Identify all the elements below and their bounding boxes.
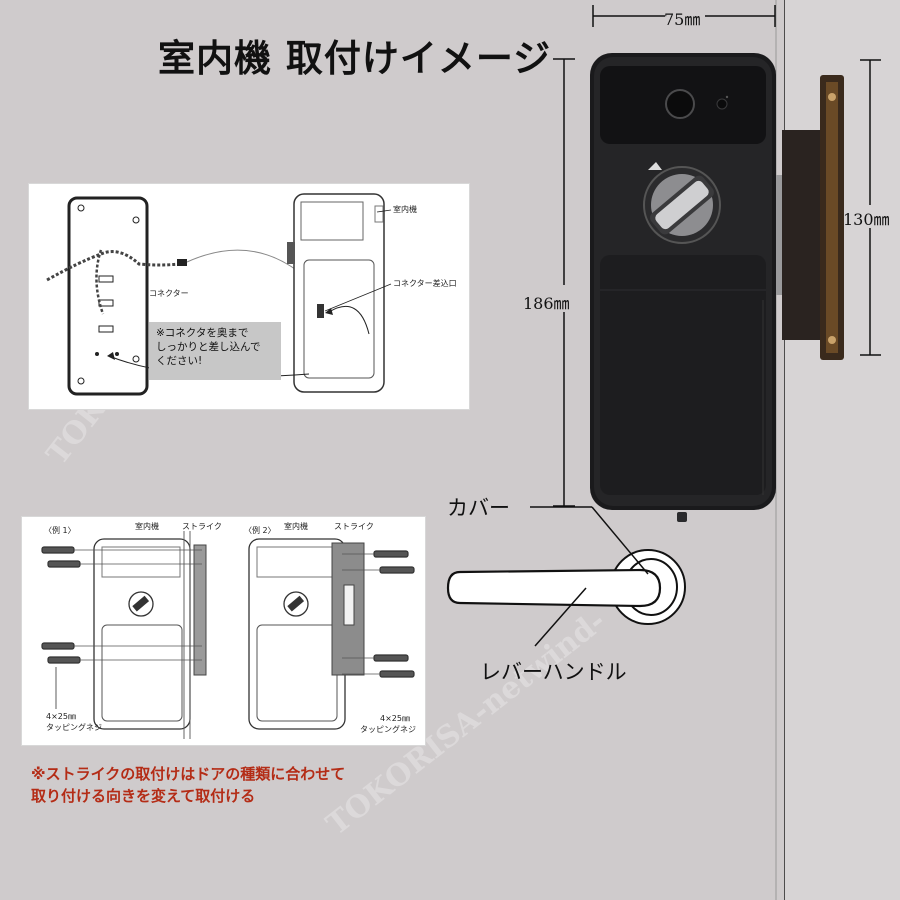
lock-body [590,53,776,522]
strike-diagram: 〈例 1〉 〈例 2〉 室内機 ストライク 室内機 ストライク 4×25㎜ タッ… [21,516,426,746]
example-1-label: 〈例 1〉 [44,526,76,535]
depth-dimension-label: 130㎜ [843,210,890,229]
thumb-turn-icon [643,162,721,244]
page-title: 室内機 取付けイメージ [158,37,552,80]
fingerprint-sensor-icon [665,89,695,119]
connector-port-label: コネクター差込口 [393,279,457,288]
height-dimension [553,58,575,507]
depth-dimension [860,59,881,356]
strike-footnote: ※ストライクの取付けはドアの種類に合わせて 取り付ける向きを変えて取付ける [31,765,346,805]
screws-example-1 [41,546,81,664]
strike-label-example-2: ストライク [334,522,374,531]
lever-leader [534,587,587,647]
unit-label-example-1: 室内機 [135,522,159,531]
height-dimension-label: 186㎜ [523,294,570,313]
screw-name-label: タッピングネジ [46,723,102,732]
connector-diagram: コネクター 室内機 コネクター差込口 ※コネクタを奥まで しっかりと差し込んで … [28,183,470,410]
width-dimension-label: 75㎜ [664,10,701,29]
screw-name-label-2: タッピングネジ [360,725,416,734]
unit-label: 室内機 [393,205,417,214]
unit-label-example-2: 室内機 [284,522,308,531]
connector-note: ※コネクタを奥まで しっかりと差し込んで ください! [156,327,261,367]
cover-callout: カバー [447,496,510,520]
strike-label-example-1: ストライク [182,522,222,531]
outdoor-mechanism [772,75,844,360]
screw-size-label-2: 4×25㎜ [380,714,410,723]
lever-handle-callout: レバーハンドル [480,660,627,684]
width-dimension [592,5,776,27]
example-2-label: 〈例 2〉 [244,526,276,535]
lever-handle [446,549,686,625]
connector-label: コネクター [149,289,189,298]
screw-size-label: 4×25㎜ [46,712,76,721]
